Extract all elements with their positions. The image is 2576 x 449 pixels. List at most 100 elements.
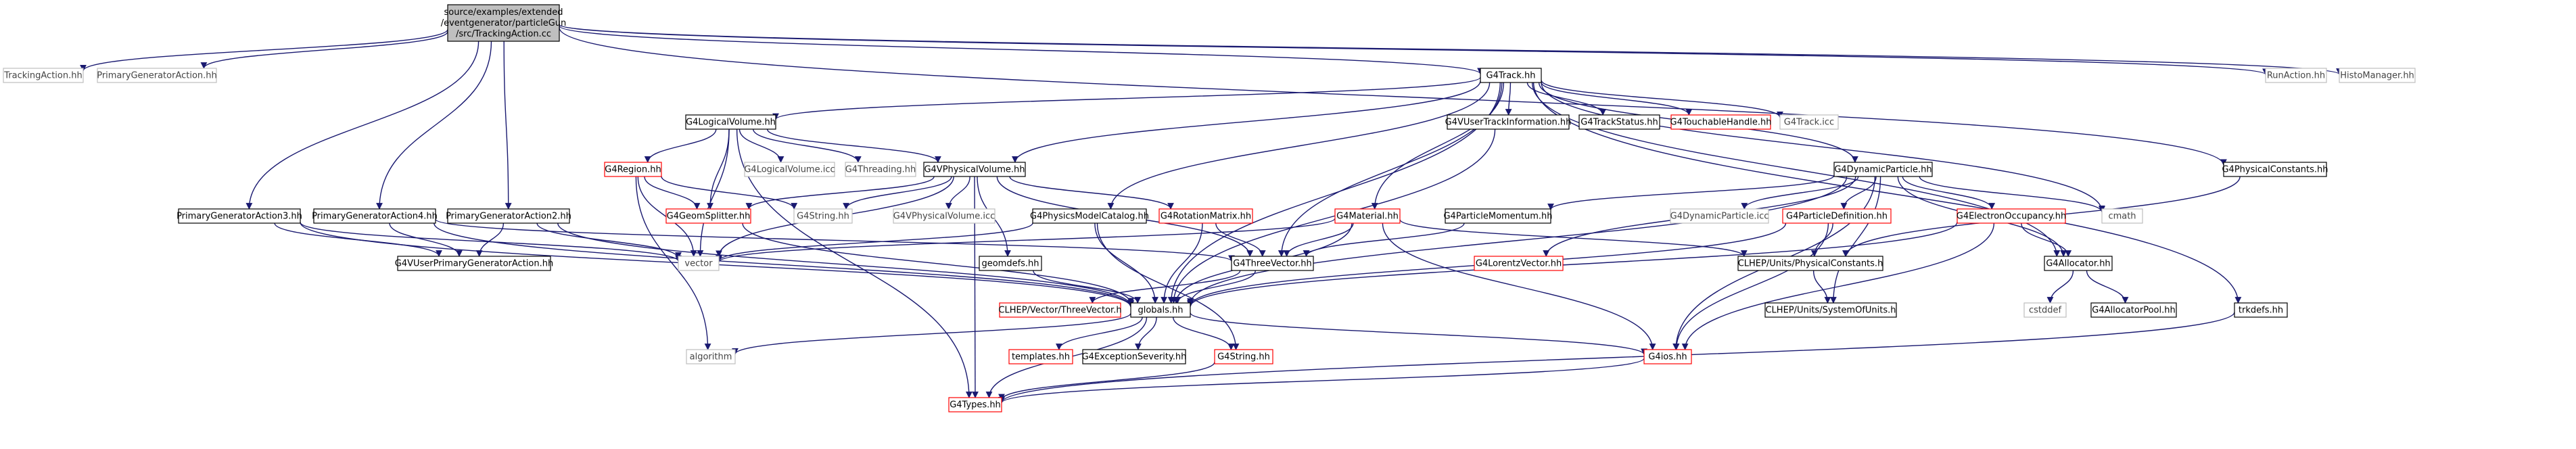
node-cstddef: cstddef — [2023, 302, 2067, 318]
edge-primary_generator_action2_hh-to-vector — [536, 222, 682, 259]
node-box — [948, 397, 1002, 412]
edge-primary_generator_action4_hh-to-g4threevector_hh — [435, 218, 1235, 262]
node-g4vusertrackinformation-hh[interactable]: G4VUserTrackInformation.hh — [1445, 114, 1572, 130]
node-label: G4ThreeVector.hh — [1233, 259, 1311, 269]
node-box — [97, 68, 217, 83]
node-primary-generator-action3-hh[interactable]: PrimaryGeneratorAction3.hh — [177, 208, 302, 224]
node-label: RunAction.hh — [2267, 71, 2325, 81]
node-label: CLHEP/Units/PhysicalConstants.h — [1738, 259, 1883, 269]
node-label: G4Threading.hh — [845, 165, 916, 175]
node-geomdefs-hh[interactable]: geomdefs.hh — [979, 256, 1042, 271]
node-primary-generator-action-hh: PrimaryGeneratorAction.hh — [97, 68, 217, 83]
node-clhep-physicalconstants-h[interactable]: CLHEP/Units/PhysicalConstants.h — [1737, 256, 1883, 271]
node-label: G4DynamicParticle.icc — [1670, 212, 1769, 222]
node-label: G4Track.icc — [1784, 118, 1834, 128]
edge-g4electronoccupancy_hh-to-g4allocator_hh — [2021, 222, 2072, 257]
node-g4string-hh[interactable]: G4String.hh — [1214, 349, 1273, 364]
node-label: PrimaryGeneratorAction2.hh — [446, 212, 571, 222]
edge-g4region_hh-to-algorithm — [635, 176, 711, 350]
node-box — [1643, 349, 1692, 364]
edge-primary_generator_action2_hh-to-globals_hh — [557, 222, 1134, 307]
edge-g4material_hh-to-clhep_physicalconstants_h — [1399, 218, 1748, 257]
node-box — [2223, 162, 2327, 177]
node-templates-hh[interactable]: templates.hh — [1008, 349, 1073, 364]
edge-g4material_hh-to-vector — [716, 218, 1336, 263]
node-box — [1737, 256, 1883, 271]
node-g4particledefinition-hh[interactable]: G4ParticleDefinition.hh — [1782, 208, 1892, 224]
node-box — [979, 256, 1042, 271]
edge-primary_generator_action4_hh-to-globals_hh — [434, 222, 1134, 308]
node-g4trackstatus-hh[interactable]: G4TrackStatus.hh — [1578, 114, 1660, 130]
node-label: G4Types.hh — [950, 400, 1001, 410]
node-box — [1957, 208, 2066, 224]
node-g4ios-hh[interactable]: G4ios.hh — [1643, 349, 1692, 364]
node-g4track-icc: G4Track.icc — [1779, 114, 1839, 130]
node-g4particlemomentum-hh[interactable]: G4ParticleMomentum.hh — [1443, 208, 1553, 224]
node-g4allocatorpool-hh[interactable]: G4AllocatorPool.hh — [2090, 302, 2177, 318]
edge-g4material_hh-to-g4ios_hh — [1382, 222, 1656, 350]
node-label: TrackingAction.hh — [3, 71, 82, 81]
node-primary-generator-action2-hh[interactable]: PrimaryGeneratorAction2.hh — [446, 208, 571, 224]
node-g4exceptionseverity-hh[interactable]: G4ExceptionSeverity.hh — [1082, 349, 1187, 364]
node-g4dynamicparticle-hh[interactable]: G4DynamicParticle.hh — [1833, 162, 1933, 177]
edge-g4allocator_hh-to-g4allocatorpool_hh — [2086, 270, 2129, 304]
node-box — [685, 114, 776, 130]
node-g4region-hh[interactable]: G4Region.hh — [604, 162, 662, 177]
edge-root-to-g4physicalconstants_hh — [559, 27, 2227, 166]
edge-root-to-primary_generator_action_hh — [200, 31, 448, 69]
node-label: algorithm — [690, 352, 732, 362]
edge-root-to-primary_generator_action4_hh — [376, 41, 492, 210]
node-box — [1445, 208, 1551, 224]
edge-trkdefs_hh-to-g4types_hh — [998, 312, 2235, 404]
node-g4geomsplitter-hh[interactable]: G4GeomSplitter.hh — [665, 208, 751, 224]
edge-geomdefs_hh-to-globals_hh — [1033, 270, 1142, 304]
edge-g4logicalvolume_hh-to-g4vphysicalvolume_hh — [766, 128, 941, 163]
node-g4electronoccupancy-hh[interactable]: G4ElectronOccupancy.hh — [1957, 208, 2067, 224]
node-box — [1214, 349, 1273, 364]
edge-g4threevector_hh-to-globals_hh — [1174, 270, 1256, 304]
node-label: templates.hh — [1012, 352, 1070, 362]
edge-g4logicalvolume_hh-to-g4threading_hh — [753, 128, 862, 163]
node-box — [313, 208, 436, 224]
node-g4touchablehandle-hh[interactable]: G4TouchableHandle.hh — [1670, 114, 1772, 130]
node-g4track-hh[interactable]: G4Track.hh — [1480, 68, 1542, 83]
node-label: G4TrackStatus.hh — [1580, 118, 1658, 128]
node-box — [686, 349, 736, 364]
node-g4rotationmatrix-hh[interactable]: G4RotationMatrix.hh — [1158, 208, 1253, 224]
node-label: G4Region.hh — [605, 165, 661, 175]
edge-clhep_physicalconstants_h-to-clhep_systemofunits_h — [1812, 270, 1831, 304]
node-label: CLHEP/Units/SystemOfUnits.h — [1765, 306, 1896, 316]
edge-g4physicsmodelcatalog_hh-to-globals_hh — [1094, 222, 1158, 304]
node-box — [1334, 208, 1401, 224]
node-g4logicalvolume-hh[interactable]: G4LogicalVolume.hh — [685, 114, 776, 130]
node-globals-hh[interactable]: globals.hh — [1130, 302, 1191, 318]
node-label: G4DynamicParticle.hh — [1834, 165, 1931, 175]
node-clhep-threevector-h[interactable]: CLHEP/Vector/ThreeVector.h — [998, 302, 1122, 318]
node-root[interactable]: source/examples/extended/eventgenerator/… — [441, 4, 567, 42]
node-label: G4VPhysicalVolume.hh — [924, 165, 1025, 175]
node-label: G4ParticleMomentum.hh — [1443, 212, 1552, 222]
node-g4types-hh[interactable]: G4Types.hh — [948, 397, 1002, 412]
node-label: CLHEP/Vector/ThreeVector.h — [998, 306, 1121, 316]
node-g4allocator-hh[interactable]: G4Allocator.hh — [2044, 256, 2113, 271]
node-label: source/examples/extended — [444, 7, 563, 18]
node-label: trkdefs.hh — [2239, 306, 2283, 316]
node-tracking-action-hh: TrackingAction.hh — [3, 68, 84, 83]
node-g4material-hh[interactable]: G4Material.hh — [1334, 208, 1401, 224]
node-box — [1833, 162, 1933, 177]
node-g4vphysicalvolume-hh[interactable]: G4VPhysicalVolume.hh — [923, 162, 1026, 177]
edge-g4vphysicalvolume_hh-to-g4rotationmatrix_hh — [1009, 176, 1174, 210]
node-g4physicalconstants-hh[interactable]: G4PhysicalConstants.hh — [2222, 162, 2328, 177]
node-g4lorentzvector-hh[interactable]: G4LorentzVector.hh — [1474, 256, 1564, 271]
node-g4vuserprimarygeneratoraction-hh[interactable]: G4VUserPrimaryGeneratorAction.hh — [395, 256, 553, 271]
node-primary-generator-action4-hh[interactable]: PrimaryGeneratorAction4.hh — [312, 208, 438, 224]
node-clhep-systemofunits-h[interactable]: CLHEP/Units/SystemOfUnits.h — [1764, 302, 1897, 318]
edge-g4region_hh-to-g4geomsplitter_hh — [644, 176, 701, 210]
node-box — [1779, 114, 1839, 130]
node-g4threevector-hh[interactable]: G4ThreeVector.hh — [1231, 256, 1314, 271]
node-box — [447, 4, 560, 42]
node-box — [2090, 302, 2177, 318]
node-g4physicsmodelcatalog-hh[interactable]: G4PhysicsModelCatalog.hh — [1030, 208, 1149, 224]
edge-g4ios_hh-to-g4types_hh — [998, 358, 1645, 404]
node-trkdefs-hh[interactable]: trkdefs.hh — [2234, 302, 2288, 318]
